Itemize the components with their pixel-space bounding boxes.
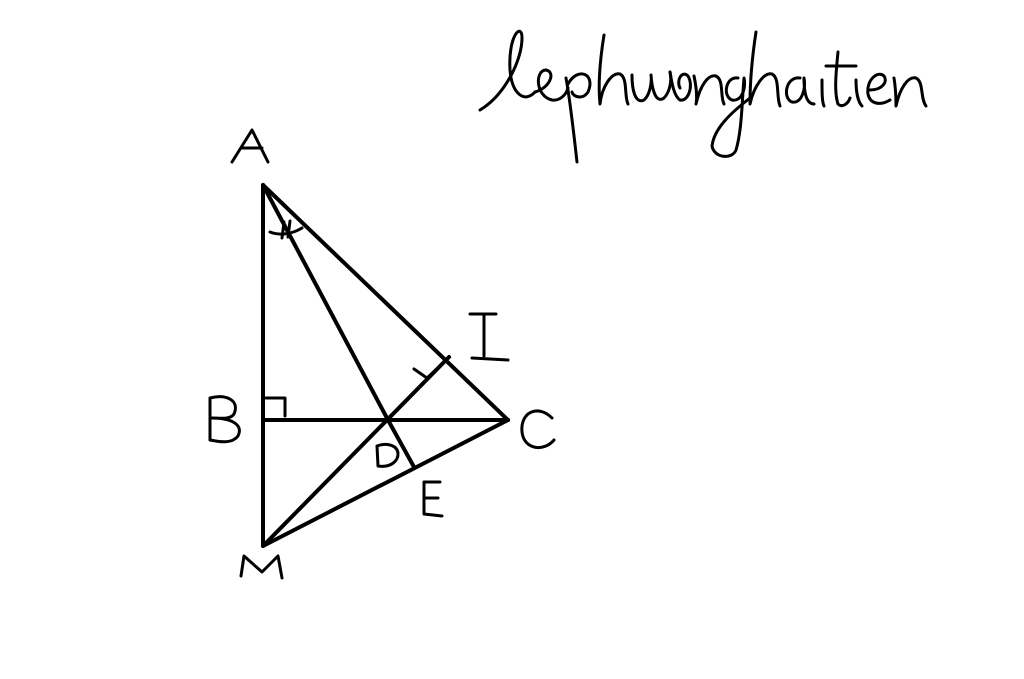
- segment-AD: [261, 183, 390, 422]
- label-M: M: [239, 554, 284, 580]
- segment-MC: [261, 418, 510, 548]
- equal-angle-marks-A: [268, 219, 304, 240]
- label-C: C: [520, 409, 556, 449]
- label-I: I: [468, 312, 510, 362]
- segment-AC: [261, 183, 510, 422]
- right-angle-mark-B: [264, 396, 287, 418]
- label-E: E: [422, 480, 444, 518]
- handwritten-signature: [478, 29, 928, 164]
- label-A: A: [230, 128, 270, 164]
- right-angle-mark-I: [412, 365, 441, 380]
- label-D: D: [375, 442, 400, 468]
- segment-DE: [386, 418, 416, 469]
- label-B: B: [208, 395, 241, 444]
- segment-MI: [261, 355, 451, 548]
